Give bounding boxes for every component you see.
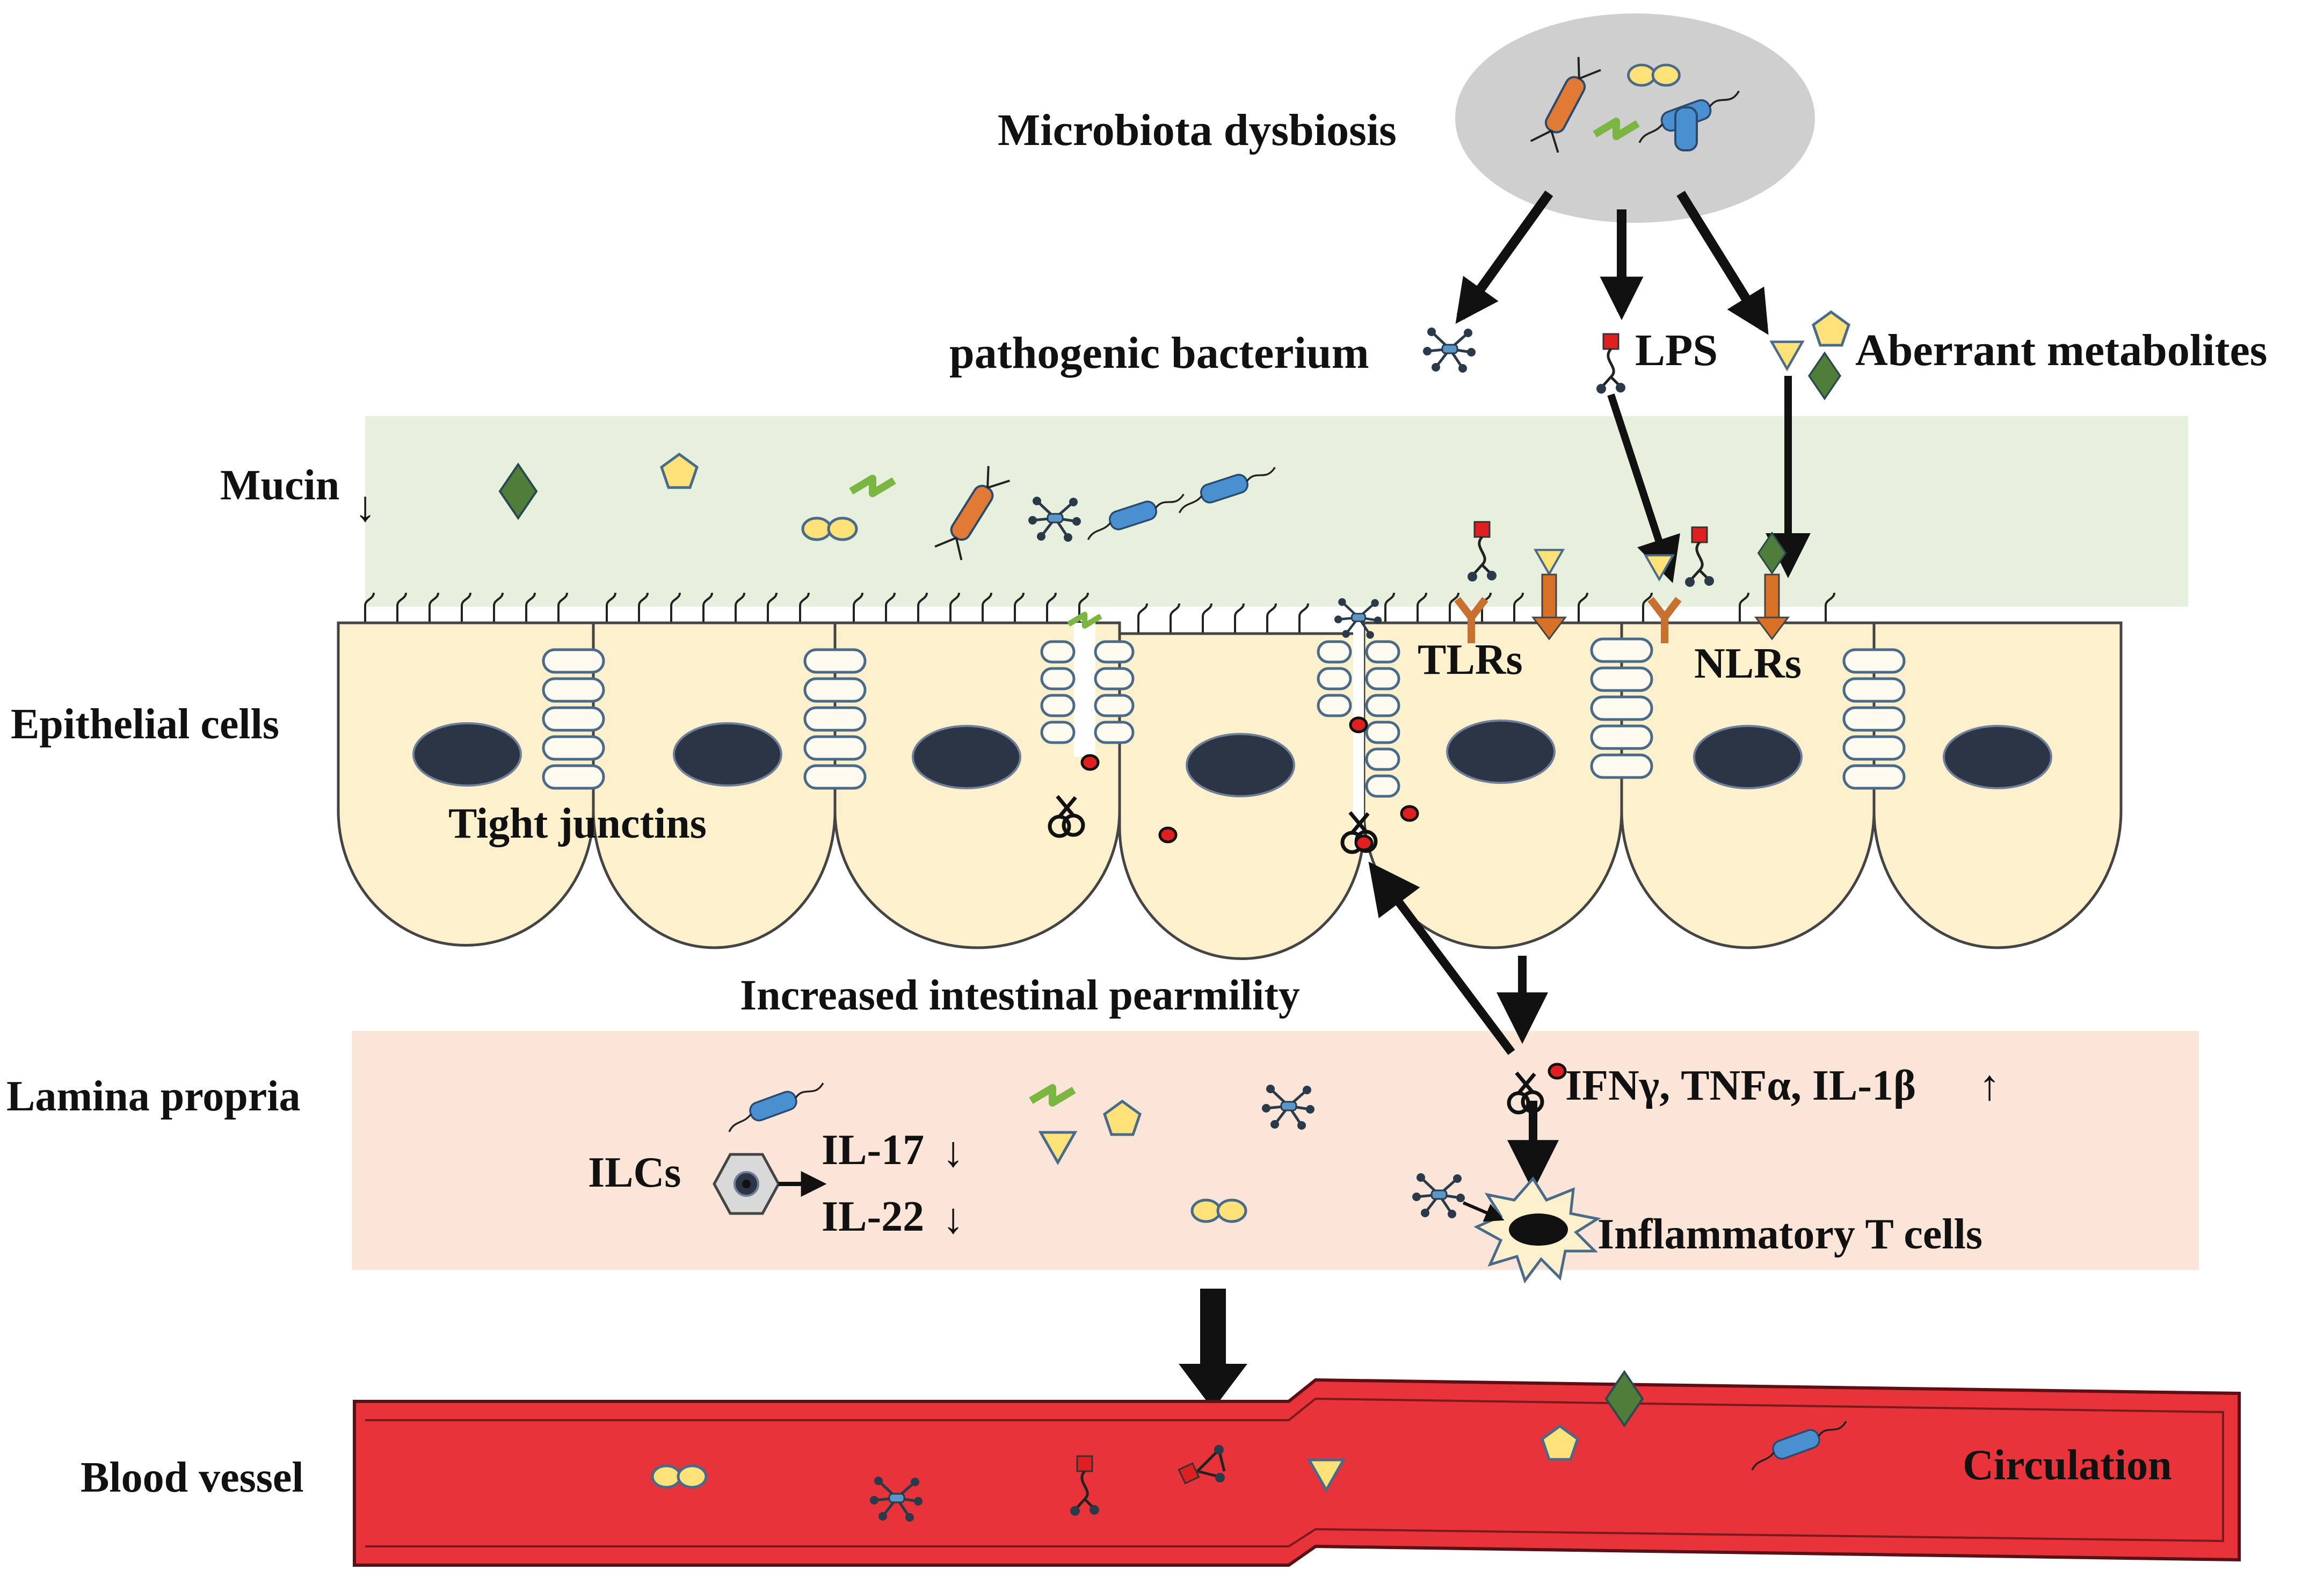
pentagon-metabolite-icon: [1813, 312, 1849, 345]
lps-label: LPS: [1635, 325, 1718, 375]
microbiota-dysbiosis-label: Microbiota dysbiosis: [998, 105, 1397, 155]
arrow-to-metabolites: [1676, 191, 1769, 335]
mucus-layer: [365, 416, 2188, 607]
blood-vessel: [353, 1378, 2241, 1567]
microvilli: [364, 592, 1835, 633]
cytokines-up-arrow: ↑: [1979, 1062, 2000, 1109]
pathogenic-bacterium-icon: [1423, 328, 1476, 373]
lamina-propria-band: [352, 1031, 2199, 1270]
il22-down-arrow: ↓: [942, 1195, 964, 1242]
pathogenic-bacterium-label: pathogenic bacterium: [949, 328, 1369, 378]
nucleus: [673, 722, 782, 787]
lps-icon: [1596, 334, 1625, 394]
aberrant-metabolites-label: Aberrant metabolites: [1855, 325, 2267, 375]
cytokine-dot: [1350, 718, 1367, 732]
diamond-metabolite-icon: [1808, 352, 1841, 400]
inflammatory-t-cells-label: Inflammatory T cells: [1597, 1211, 1982, 1258]
tlrs-label: TLRs: [1418, 636, 1523, 684]
blood-vessel-label: Blood vessel: [81, 1454, 304, 1501]
cytokine-dot: [1549, 1064, 1565, 1078]
blue-bacterium-icon: [1674, 106, 1698, 151]
nucleus: [1446, 719, 1556, 784]
tight-junctions-label: Tight junctins: [448, 800, 707, 847]
microbiota-cloud: [1455, 13, 1815, 223]
nucleus: [1693, 725, 1803, 789]
tight-junction: [1592, 639, 1652, 777]
cytokine-dot: [1401, 806, 1418, 820]
nlrs-label: NLRs: [1694, 640, 1802, 687]
circulation-label: Circulation: [1963, 1442, 2172, 1489]
cytokines-label: IFNγ, TNFα, IL-1β: [1565, 1062, 1916, 1109]
il17-label: IL-17: [822, 1126, 924, 1174]
nucleus: [412, 722, 522, 787]
lamina-propria-label: Lamina propria: [6, 1073, 301, 1120]
permeability-label: Increased intestinal pearmility: [740, 972, 1300, 1019]
tight-junction: [805, 650, 865, 788]
cytokine-dot: [1082, 755, 1098, 769]
epithelial-cell-row: [337, 621, 2123, 961]
arrow-to-blood-vessel: [1179, 1289, 1247, 1409]
nucleus: [1186, 733, 1295, 797]
ilc-cell-icon: [713, 1153, 780, 1215]
nucleus: [912, 725, 1021, 789]
lps-icon: [1178, 1445, 1226, 1485]
arrow-to-permeability: [1368, 861, 1515, 1055]
mucin-down-arrow: ↓: [354, 483, 376, 530]
epithelial-cells-label: Epithelial cells: [11, 701, 279, 748]
il22-label: IL-22: [822, 1193, 924, 1240]
tight-junction: [543, 650, 604, 788]
nucleus: [1943, 725, 2052, 789]
mucin-label: Mucin: [220, 462, 339, 509]
cytokine-dot: [1356, 836, 1372, 850]
disrupted-tight-junction: [1317, 623, 1400, 848]
cytokine-dot: [1160, 828, 1176, 842]
inflammatory-t-cell-icon: [1473, 1176, 1601, 1284]
tight-junction: [1844, 650, 1904, 788]
ilcs-label: ILCs: [588, 1149, 681, 1196]
il17-down-arrow: ↓: [942, 1129, 964, 1176]
nuclei: [412, 719, 2052, 797]
arrow-lps-to-tlr: [1607, 393, 1680, 583]
disrupted-tight-junction: [1040, 623, 1135, 757]
bacterium-to-t-cell-arrow: [1462, 1201, 1505, 1222]
triangle-metabolite-icon: [1771, 342, 1803, 369]
arrow-to-pathogen: [1455, 190, 1553, 324]
